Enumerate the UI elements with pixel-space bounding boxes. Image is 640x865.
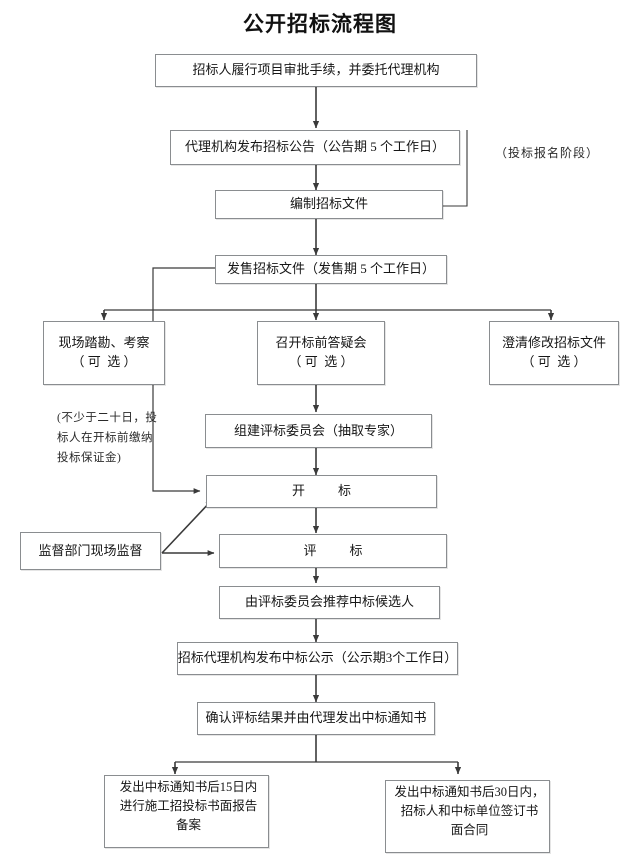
node-n7[interactable]: 开 标 bbox=[206, 475, 437, 508]
annotation-stage-text: （投标报名阶段） bbox=[495, 146, 600, 160]
node-n14-label-3: 面合同 bbox=[450, 822, 489, 837]
node-n9[interactable]: 监督部门现场监督 bbox=[20, 532, 161, 570]
node-n1-label: 招标人履行项目审批手续，并委托代理机构 bbox=[192, 62, 440, 78]
node-n1[interactable]: 招标人履行项目审批手续，并委托代理机构 bbox=[155, 54, 477, 87]
node-n8-label: 评 标 bbox=[303, 542, 373, 558]
node-n5b-label-1: 召开标前答疑会 bbox=[275, 335, 367, 351]
annotation-deposit: (不少于二十日，投 标人在开标前缴纳 投标保证金) bbox=[57, 408, 187, 468]
node-n7-label: 开 标 bbox=[291, 483, 361, 499]
node-n5c[interactable]: 澄清修改招标文件 （ 可 选 ） bbox=[489, 321, 619, 385]
page-title: 公开招标流程图 bbox=[243, 12, 397, 36]
node-n14[interactable]: 发出中标通知书后30日内， 招标人和中标单位签订书 面合同 bbox=[385, 780, 550, 853]
node-n8[interactable]: 评 标 bbox=[219, 534, 447, 568]
node-n12-label: 确认评标结果并由代理发出中标通知书 bbox=[205, 710, 427, 726]
node-n10-label: 由评标委员会推荐中标候选人 bbox=[244, 594, 414, 610]
node-n2-label: 代理机构发布招标公告（公告期 5 个工作日） bbox=[184, 139, 445, 155]
node-n10[interactable]: 由评标委员会推荐中标候选人 bbox=[219, 586, 440, 619]
annotation-deposit-3: 投标保证金) bbox=[57, 452, 122, 465]
node-n5a-label-1: 现场踏勘、考察 bbox=[58, 335, 150, 351]
node-n4[interactable]: 发售招标文件（发售期 5 个工作日） bbox=[215, 255, 447, 284]
annotation-deposit-1: (不少于二十日，投 bbox=[57, 412, 158, 424]
node-n14-label-1: 发出中标通知书后30日内， bbox=[394, 785, 545, 799]
node-n5c-label-1: 澄清修改招标文件 bbox=[501, 335, 606, 351]
node-n13-label-3: 备案 bbox=[175, 817, 201, 832]
annotation-stage: （投标报名阶段） bbox=[495, 143, 599, 164]
node-n2[interactable]: 代理机构发布招标公告（公告期 5 个工作日） bbox=[170, 130, 460, 165]
node-n11[interactable]: 招标代理机构发布中标公示（公示期3个工作日） bbox=[177, 642, 458, 675]
node-n5a-label-2: （ 可 选 ） bbox=[71, 354, 137, 369]
node-n5b[interactable]: 召开标前答疑会 （ 可 选 ） bbox=[257, 321, 385, 385]
node-n9-label: 监督部门现场监督 bbox=[38, 542, 143, 558]
node-n5a[interactable]: 现场踏勘、考察 （ 可 选 ） bbox=[43, 321, 165, 385]
node-n3[interactable]: 编制招标文件 bbox=[215, 190, 443, 219]
node-n14-label-2: 招标人和中标单位签订书 bbox=[400, 803, 539, 818]
node-n13-label-1: 发出中标通知书后15日内 bbox=[119, 780, 258, 794]
node-n4-label: 发售招标文件（发售期 5 个工作日） bbox=[226, 261, 435, 277]
node-n3-label: 编制招标文件 bbox=[289, 196, 368, 212]
node-n13[interactable]: 发出中标通知书后15日内 进行施工招投标书面报告 备案 bbox=[104, 775, 269, 848]
node-n5c-label-2: （ 可 选 ） bbox=[521, 354, 587, 369]
node-n11-label: 招标代理机构发布中标公示（公示期3个工作日） bbox=[177, 650, 458, 666]
annotation-deposit-2: 标人在开标前缴纳 bbox=[57, 432, 153, 445]
node-n6[interactable]: 组建评标委员会（抽取专家） bbox=[205, 414, 432, 448]
node-n13-label-2: 进行施工招投标书面报告 bbox=[119, 798, 258, 813]
node-n12[interactable]: 确认评标结果并由代理发出中标通知书 bbox=[197, 702, 435, 735]
node-n6-label: 组建评标委员会（抽取专家） bbox=[233, 422, 403, 438]
node-n5b-label-2: （ 可 选 ） bbox=[288, 354, 354, 369]
